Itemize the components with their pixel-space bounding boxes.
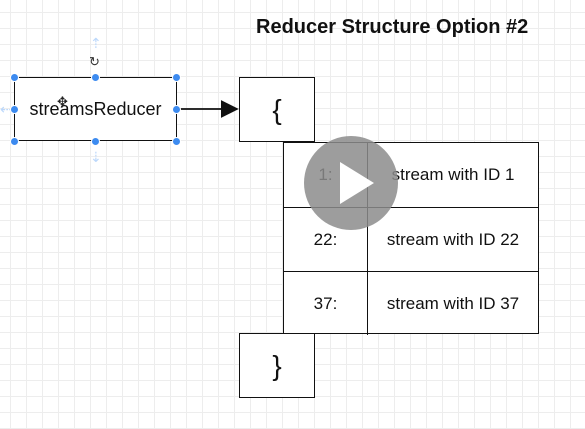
resize-handle-right[interactable] (172, 105, 181, 114)
guide-up-arrow-icon[interactable]: ⇡ (90, 35, 102, 51)
open-brace-node[interactable]: { (239, 77, 315, 142)
row-key: 22: (284, 208, 368, 271)
table-row[interactable]: 22: stream with ID 22 (284, 207, 538, 271)
table-row[interactable]: 37: stream with ID 37 (284, 271, 538, 335)
guide-left-arrow-icon[interactable]: ⇠ (0, 101, 12, 117)
close-brace-node[interactable]: } (239, 333, 315, 398)
streams-reducer-label: streamsReducer (29, 98, 162, 119)
guide-down-arrow-icon[interactable]: ⇣ (90, 149, 102, 165)
resize-handle-left[interactable] (10, 105, 19, 114)
resize-handle-top-left[interactable] (10, 73, 19, 82)
row-value: stream with ID 37 (386, 293, 520, 313)
resize-handle-bottom-right[interactable] (172, 137, 181, 146)
streams-reducer-node[interactable]: streamsReducer (14, 77, 177, 141)
row-key: 37: (284, 272, 368, 335)
diagram-title: Reducer Structure Option #2 (256, 16, 529, 38)
open-brace-label: { (272, 93, 282, 125)
close-brace-label: } (272, 349, 282, 381)
row-value: stream with ID 22 (386, 229, 520, 249)
resize-handle-bottom[interactable] (91, 137, 100, 146)
resize-handle-top-right[interactable] (172, 73, 181, 82)
row-value: stream with ID 1 (391, 165, 515, 184)
resize-handle-bottom-left[interactable] (10, 137, 19, 146)
play-icon[interactable] (304, 136, 398, 230)
rotate-icon[interactable]: ↻ (89, 54, 100, 69)
resize-handle-top[interactable] (91, 73, 100, 82)
move-cursor-icon: ✥ (57, 94, 68, 109)
